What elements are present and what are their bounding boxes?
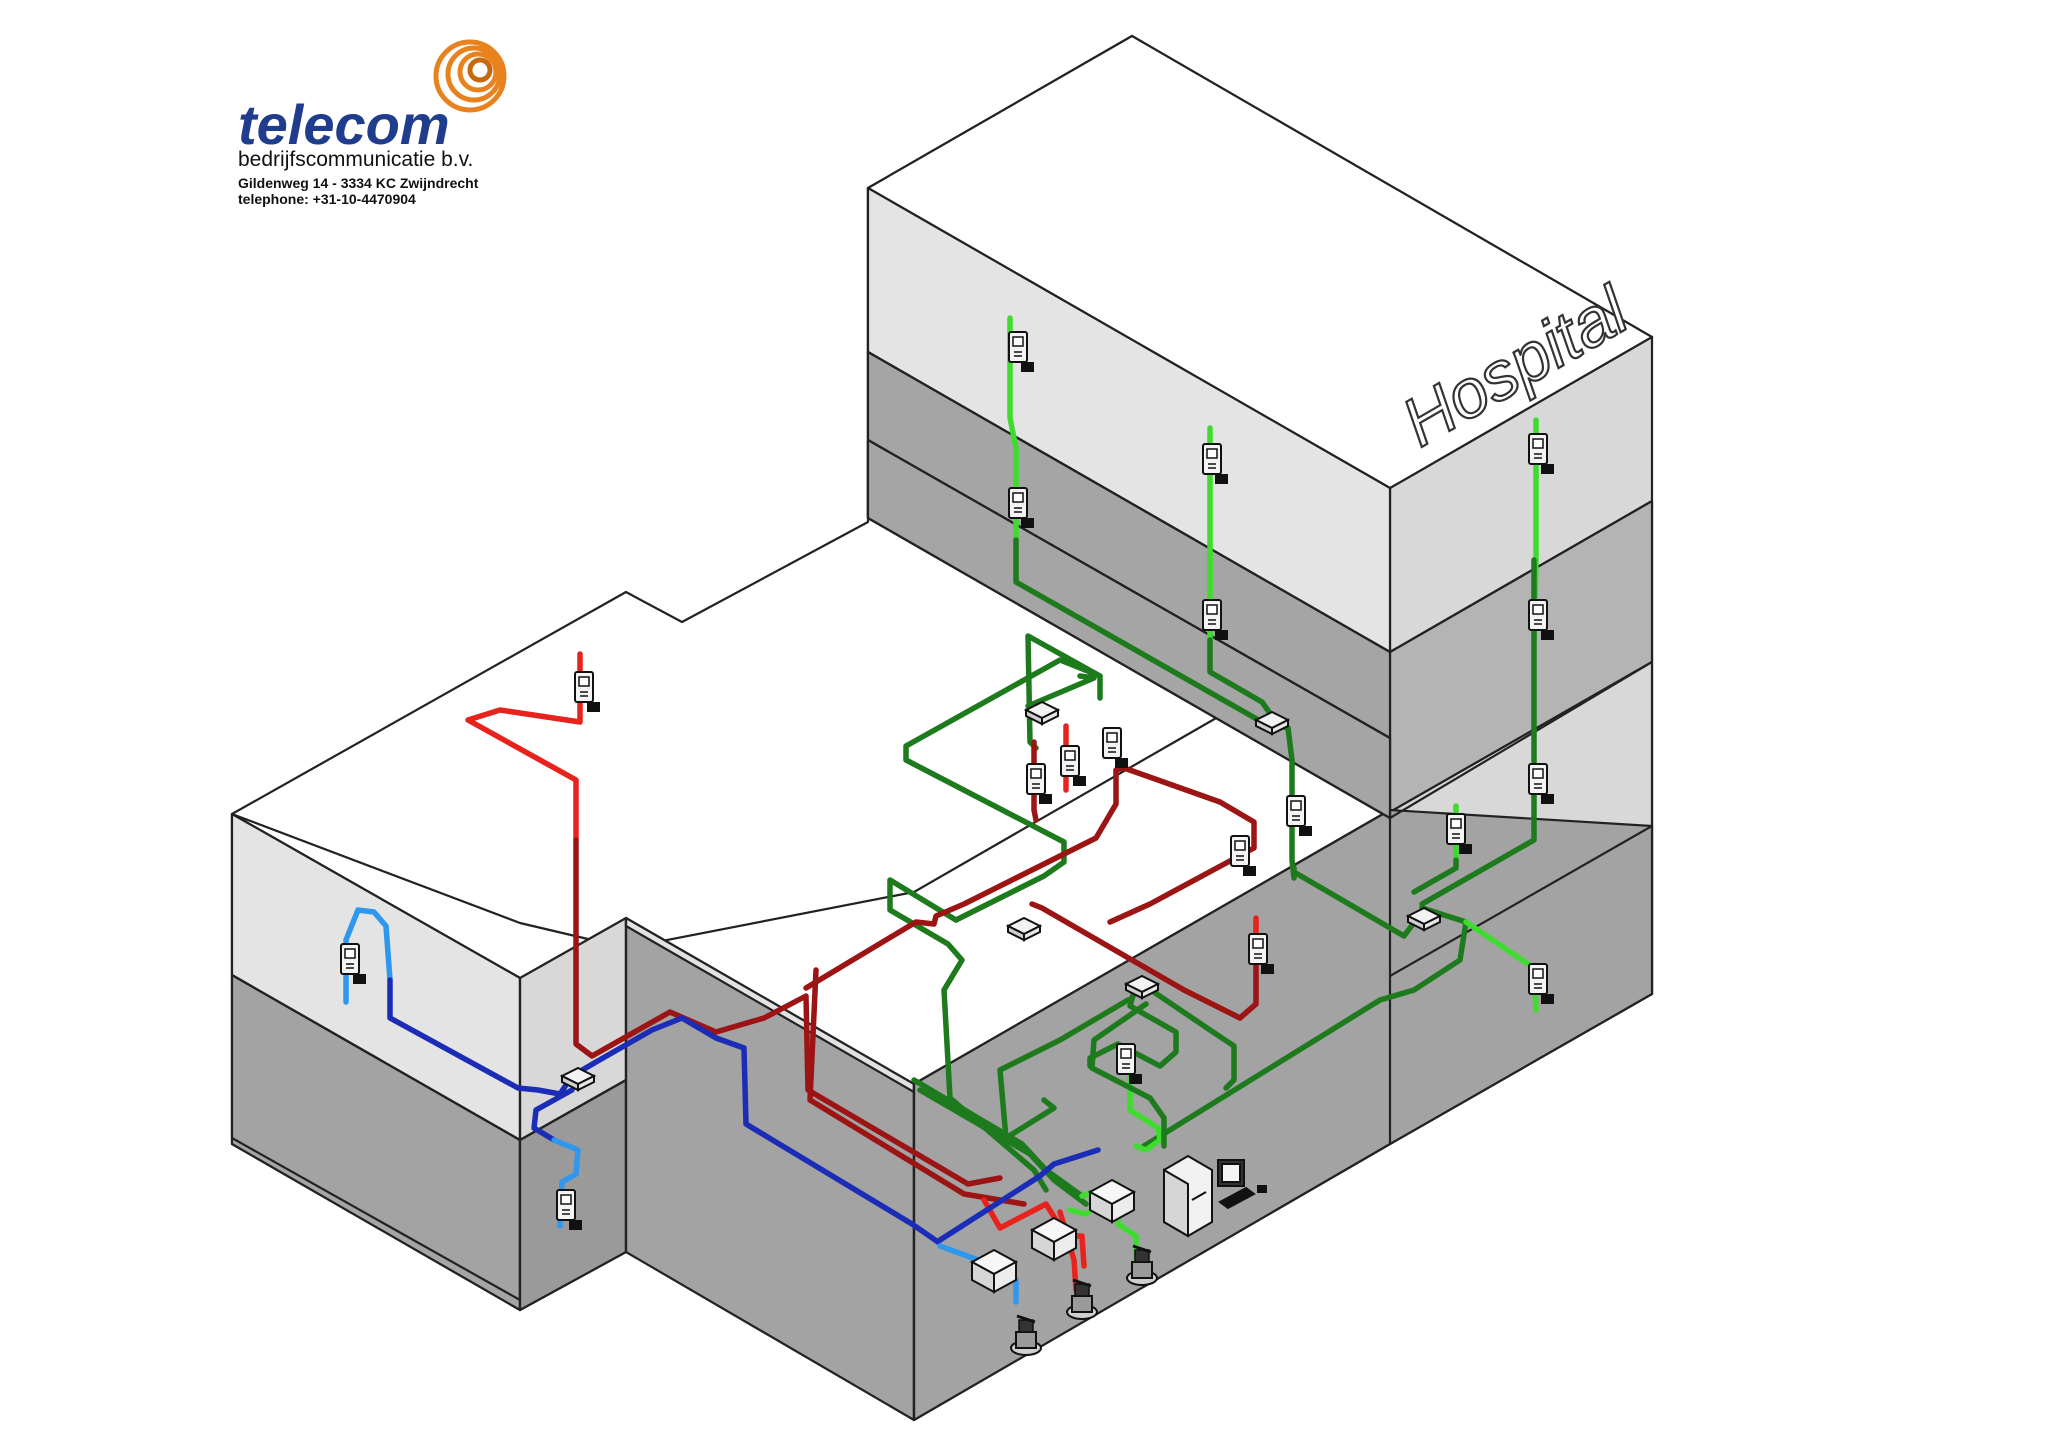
junction-box-icon: [1007, 917, 1041, 941]
floor-lines: [231, 351, 1653, 1420]
centre-block-front: [624, 916, 916, 1422]
green-from-jbox-2: [1127, 1057, 1163, 1153]
green-loop-low: [1089, 1001, 1167, 1149]
red-riser-top: [465, 651, 583, 843]
swirl-logo-icon: [433, 39, 507, 113]
company-logo: telecom bedrijfscommunicatie b.v. Gilden…: [238, 39, 507, 207]
red-east-2: [1029, 901, 1259, 1021]
green-centre-2: [887, 877, 1049, 1193]
computer-workstation-icon: [1163, 1154, 1267, 1238]
green-east-lower-2: [1411, 857, 1459, 895]
logo-name: telecom: [238, 93, 450, 156]
red-main-trunk: [807, 967, 1027, 1207]
green-feed-2: [917, 1087, 1089, 1207]
red-centre-a: [803, 765, 1127, 991]
green-centre: [903, 657, 1103, 923]
logo-subtitle: bedrijfscommunicatie b.v.: [238, 148, 473, 171]
building: [230, 34, 1654, 1422]
green-east-riser-2: [1419, 557, 1537, 907]
blue-west-upper-2: [387, 977, 575, 1097]
blue-main: [569, 1015, 941, 1245]
logo-telephone: telephone: +31-10-4470904: [238, 191, 416, 207]
red-centre-b: [1107, 765, 1257, 925]
logo-address: Gildenweg 14 - 3334 KC Zwijndrecht: [238, 175, 479, 191]
blue-feed: [937, 1147, 1101, 1243]
green-tower-floor: [1141, 905, 1469, 1149]
blue-west-down: [531, 1087, 575, 1143]
green-left-loop-b: [1025, 673, 1097, 709]
green-riser-mid-2: [1207, 637, 1279, 725]
red-to-west: [713, 993, 1003, 1187]
